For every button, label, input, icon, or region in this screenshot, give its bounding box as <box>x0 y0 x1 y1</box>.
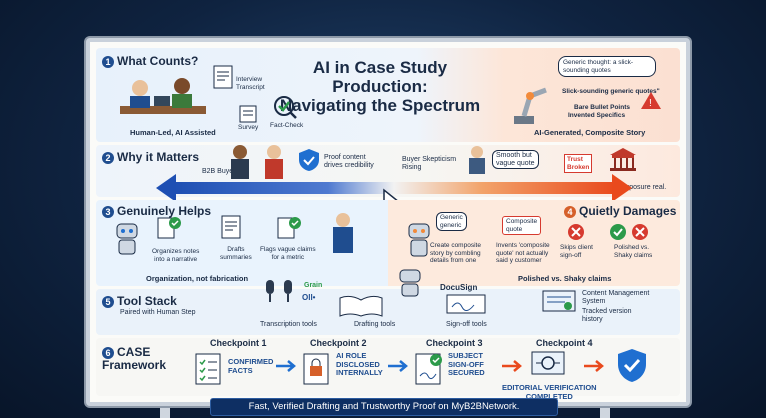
ai-generated-label: AI-Generated, Composite Story <box>534 128 646 137</box>
interview-doc-icon <box>213 65 233 89</box>
robot-arm-icon <box>514 87 547 124</box>
drafting-label: Drafting tools <box>354 321 396 328</box>
notes-check-icon <box>157 217 181 239</box>
flow-arrow-3 <box>502 360 522 372</box>
organizes-label: Organizes notes into a narrative <box>152 248 200 263</box>
drafts-label: Drafts summaries <box>220 246 252 261</box>
signature-doc-icon <box>446 294 486 314</box>
checkpoint-2-label: Checkpoint 2 <box>310 338 367 348</box>
signoff-label: Sign-off tools <box>446 321 487 328</box>
cms-monitor-icon <box>542 290 576 312</box>
generic-bubble: Generic generic <box>436 212 467 231</box>
proof-content-label: Proof content drives credibility <box>324 154 374 169</box>
presenter-icon <box>333 213 353 253</box>
fact-check-icon <box>274 96 297 119</box>
transcription-label: Transcription tools <box>260 321 317 328</box>
interview-label: Interview Transcript <box>236 76 265 91</box>
subject-signoff-label: SUBJECT SIGN-OFF SECURED <box>448 351 485 377</box>
spectrum-arrow <box>174 182 614 194</box>
grain-logo: Grain <box>304 282 323 289</box>
generic-thought-bubble: Generic thought: a slick-sounding quotes <box>558 56 656 77</box>
tool-robot-icon <box>399 269 421 297</box>
flag-claims-icon <box>277 217 301 239</box>
fact-check-label: Fact-Check <box>270 122 304 129</box>
flow-arrow-2 <box>388 360 408 372</box>
courthouse-icon <box>610 148 636 171</box>
microphones-icon <box>266 280 292 302</box>
flow-arrow-4 <box>584 360 604 372</box>
survey-icon <box>239 105 257 123</box>
editorial-verification-label: EDITORIAL VERIFICATION COMPLETED <box>502 383 597 401</box>
invented-specifics-label: Invented Specifics <box>568 112 626 119</box>
otter-logo: Oll• <box>302 293 316 302</box>
checkpoint-4-label: Checkpoint 4 <box>536 338 593 348</box>
bottom-banner: Fast, Verified Drafting and Trustworthy … <box>210 398 558 416</box>
paired-human-label: Paired with Human Step <box>120 309 196 316</box>
helper-robot-icon <box>116 223 138 255</box>
buyer-skepticism-label: Buyer Skepticism Rising <box>402 156 457 171</box>
checklist-icon <box>195 353 221 385</box>
tracked-version-label: Tracked version history <box>582 308 632 323</box>
signoff-check-icon <box>415 353 442 385</box>
slick-quotes-label: Slick-sounding generic quotes" <box>562 88 660 95</box>
smooth-quote-bubble: Smooth but vague quote <box>492 150 539 169</box>
svg-text:!: ! <box>649 98 652 109</box>
organization-not-fabrication: Organization, not fabrication <box>146 274 249 283</box>
arrow-left-head <box>156 174 176 202</box>
skeptical-buyer-icon <box>469 146 485 174</box>
verification-screen-icon <box>531 351 565 375</box>
section-tool-stack <box>96 289 680 335</box>
bare-bullets-label: Bare Bullet Points <box>574 104 630 111</box>
confirmed-facts-label: CONFIRMED FACTS <box>228 357 274 375</box>
drafts-icon <box>221 215 241 239</box>
polished-vs-label: Polished vs. Shaky claims <box>614 244 653 259</box>
ai-role-disclosed-label: AI ROLE DISCLOSED INTERNALLY <box>336 351 383 377</box>
polished-shaky-label: Polished vs. Shaky claims <box>518 274 612 283</box>
flow-arrow-1 <box>276 360 296 372</box>
skips-signoff-label: Skips client sign-off <box>560 244 593 259</box>
cms-label: Content Management System <box>582 290 650 305</box>
docusign-logo: DocuSign <box>440 283 478 292</box>
open-book-icon <box>339 295 383 317</box>
verified-shield-icon <box>618 349 646 382</box>
invents-quote-label: Invents 'composite quote' not actually s… <box>496 242 550 264</box>
human-led-label: Human-Led, AI Assisted <box>130 128 216 137</box>
flags-label: Flags vague claims for a metric <box>260 246 316 261</box>
polished-shaky-icon <box>610 224 648 240</box>
damaging-robot-icon <box>408 223 430 257</box>
buyers-icon <box>231 145 283 179</box>
shield-icon <box>299 149 319 171</box>
trust-broken-badge: Trust Broken <box>564 154 593 173</box>
composite-quote-bubble: Composite quote <box>502 216 542 235</box>
arrow-right-head <box>612 174 632 202</box>
create-composite-label: Create composite story by combling detai… <box>430 242 481 264</box>
meeting-people-icon <box>120 78 206 114</box>
skip-signoff-icon <box>568 224 584 240</box>
warning-icon: ! <box>641 92 661 109</box>
lock-document-icon <box>303 353 329 385</box>
page-title: AI in Case Study Production:Navigating t… <box>279 58 481 115</box>
checkpoint-1-label: Checkpoint 1 <box>210 338 267 348</box>
checkpoint-3-label: Checkpoint 3 <box>426 338 483 348</box>
b2b-buyer-label: B2B Buyer <box>202 168 236 175</box>
survey-label: Survey <box>238 124 259 131</box>
